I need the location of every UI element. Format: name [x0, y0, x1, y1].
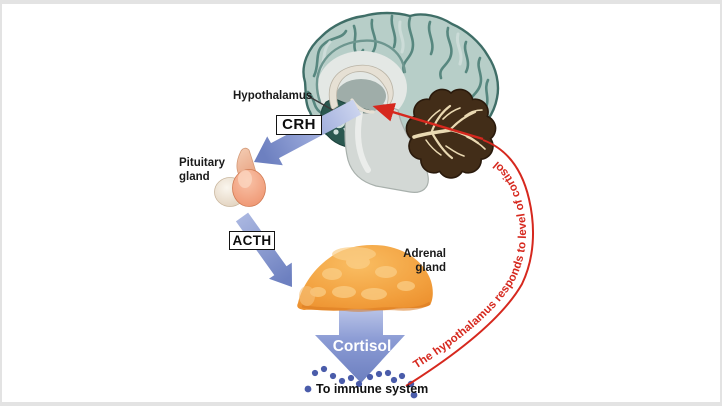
adrenal-gland-illustration: [297, 244, 433, 312]
adrenal-gland-label: Adrenal gland: [394, 248, 446, 275]
adrenal-label-line2: gland: [415, 261, 446, 274]
pituitary-gland-label: Pituitary gland: [179, 157, 225, 184]
arbor-vitae: [412, 104, 486, 160]
feedback-straight-arrow: [372, 102, 484, 141]
acth-box: ACTH: [229, 231, 275, 250]
cortisol-dots: [304, 365, 418, 399]
feedback-arc: [405, 139, 535, 387]
pituitary-label-line2: gland: [179, 170, 210, 183]
pituitary-gland-illustration: [214, 147, 266, 207]
pituitary-stalk: [236, 147, 258, 177]
cingulate-line: [315, 39, 407, 104]
brainstem: [344, 103, 429, 193]
crh-box: CRH: [276, 115, 322, 135]
diagram-artwork: The hypothalamus responds to level of co…: [214, 11, 535, 399]
pituitary-label-line1: Pituitary: [179, 157, 226, 169]
adrenal-left-highlight: [299, 286, 315, 306]
cerebellum: [405, 88, 497, 179]
cortisol-label: Cortisol: [332, 338, 392, 355]
hypothalamus-label: Hypothalamus: [233, 90, 313, 102]
brain-illustration: [302, 11, 500, 193]
pituitary-highlight: [238, 170, 252, 188]
to-immune-system-label: To immune system: [316, 382, 429, 396]
adrenal-label-line1: Adrenal: [403, 248, 446, 260]
